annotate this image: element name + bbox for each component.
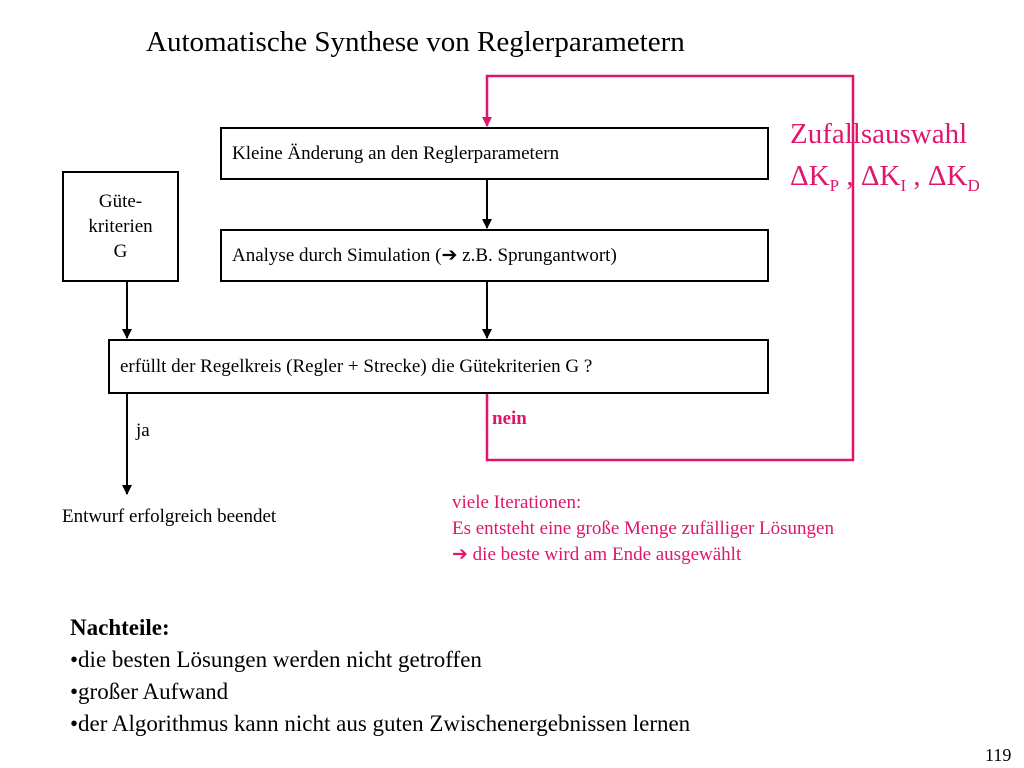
- box-criteria-check: erfüllt der Regelkreis (Regler + Strecke…: [108, 339, 769, 394]
- random-selection-title: Zufallsauswahl: [790, 118, 968, 150]
- box-parameter-change: Kleine Änderung an den Reglerparametern: [220, 127, 769, 180]
- iterations-note: viele Iterationen: Es entsteht eine groß…: [452, 490, 834, 568]
- box-parameter-change-label: Kleine Änderung an den Reglerparametern: [232, 142, 560, 164]
- iterations-line: viele Iterationen:: [452, 492, 582, 513]
- no-label: nein: [492, 408, 527, 429]
- random-parameter-deltas: ΔKP , ΔKI , ΔKD: [790, 160, 980, 195]
- result-label: Entwurf erfolgreich beendet: [62, 506, 277, 527]
- drawbacks-item: •der Algorithmus kann nicht aus guten Zw…: [70, 711, 691, 736]
- drawbacks-heading: Nachteile:: [70, 615, 170, 640]
- feedback-loop-nein: [482, 74, 855, 462]
- drawbacks-item: •die besten Lösungen werden nicht getrof…: [70, 647, 482, 672]
- box-simulation-analysis-label: Analyse durch Simulation (➔ z.B. Sprunga…: [232, 245, 617, 266]
- quality-criteria-line-1: Güte-: [98, 191, 143, 212]
- box-simulation-analysis: Analyse durch Simulation (➔ z.B. Sprunga…: [220, 229, 769, 282]
- iterations-line: Es entsteht eine große Menge zufälliger …: [452, 518, 834, 539]
- quality-criteria-line-3: G: [113, 241, 128, 262]
- quality-criteria-line-2: kriterien: [88, 216, 153, 237]
- box-quality-criteria: Güte- kriterien G: [62, 171, 179, 282]
- drawbacks-item: •großer Aufwand: [70, 679, 229, 704]
- page-title: Automatische Synthese von Reglerparamete…: [146, 26, 685, 58]
- page-number: 119: [985, 745, 1012, 765]
- iterations-line: ➔ die beste wird am Ende ausgewählt: [452, 544, 742, 565]
- drawbacks-list: Nachteile: •die besten Lösungen werden n…: [70, 612, 690, 740]
- box-criteria-check-label: erfüllt der Regelkreis (Regler + Strecke…: [120, 355, 593, 377]
- yes-label: ja: [136, 420, 150, 441]
